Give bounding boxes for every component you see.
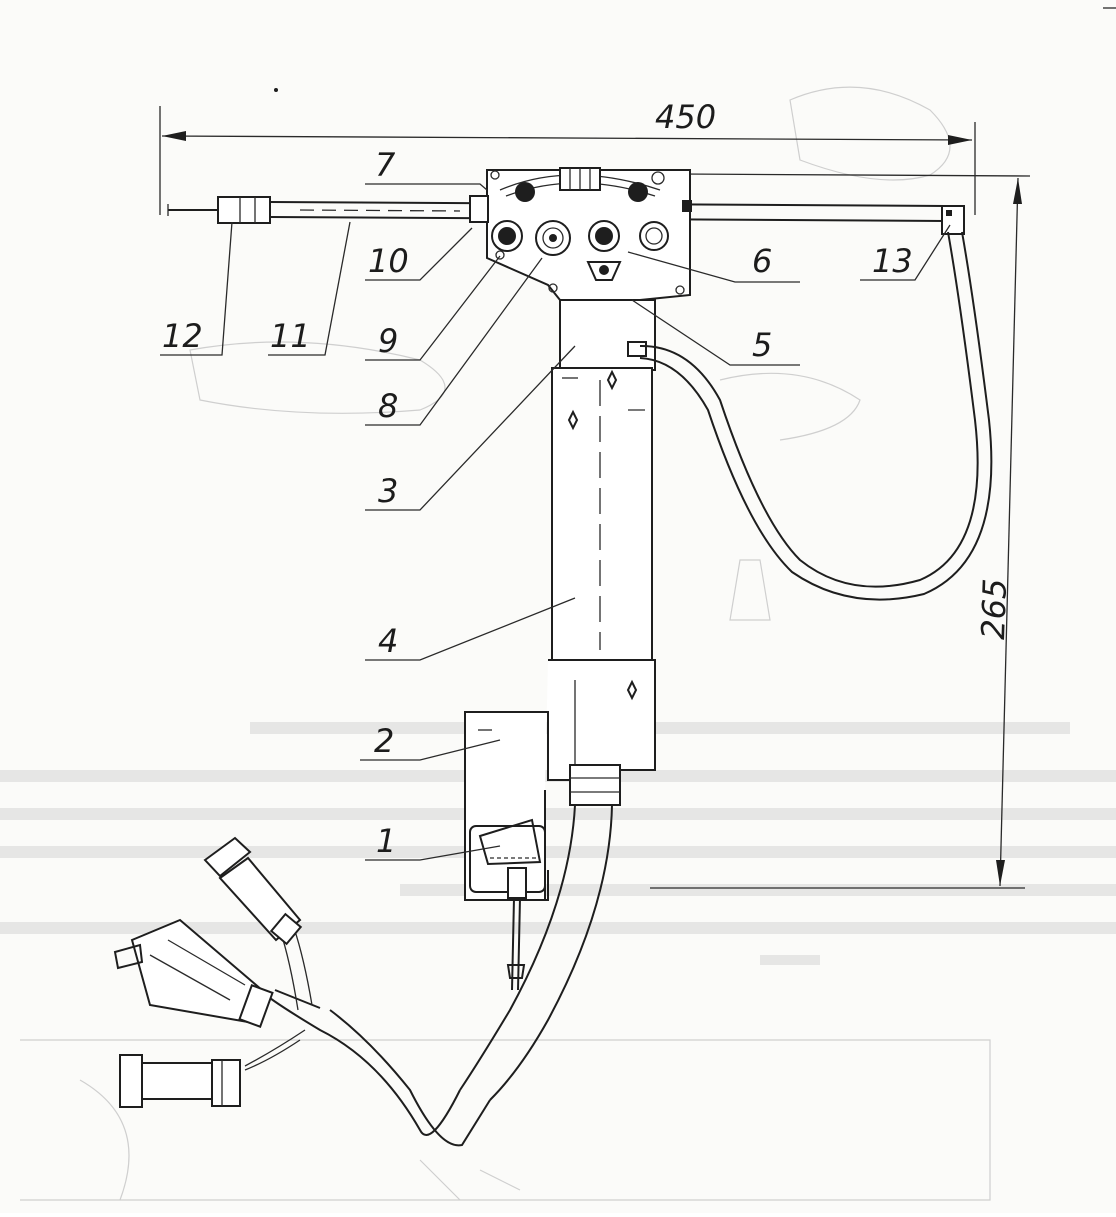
label-part-4: 4	[378, 622, 398, 660]
pressure-roller	[588, 220, 620, 252]
label-part-7: 7	[375, 146, 396, 184]
label-part-12: 12	[162, 317, 203, 355]
control-connector	[119, 1054, 143, 1108]
dimension-height: 265	[650, 173, 1031, 889]
dimension-width-label: 450	[655, 98, 716, 136]
power-plug	[130, 918, 264, 1024]
label-part-2: 2	[374, 722, 394, 760]
dimension-width: 450	[159, 98, 976, 215]
contact-tip	[507, 867, 527, 899]
cable-assembly	[113, 764, 621, 1147]
torch-head	[464, 659, 656, 991]
handle-tube	[551, 367, 653, 661]
label-part-13: 13	[872, 242, 913, 280]
wire-feeder-housing	[469, 167, 692, 301]
label-part-10: 10	[368, 242, 409, 280]
label-part-9: 9	[378, 322, 398, 360]
label-part-11: 11	[270, 317, 311, 355]
label-part-6: 6	[752, 242, 772, 280]
part-labels: 7 10 9 8 3 4 2 1 6 5 13 12 11	[162, 146, 913, 860]
leader-lines	[160, 183, 951, 861]
rod-tip-nozzle	[217, 196, 271, 224]
rod-end-clamp	[941, 205, 965, 235]
feed-roller	[491, 220, 523, 252]
label-part-8: 8	[378, 387, 398, 425]
label-part-1: 1	[376, 822, 396, 860]
drive-roller	[535, 220, 571, 256]
gas-hose	[639, 231, 993, 601]
guide-roller	[639, 221, 669, 251]
label-part-3: 3	[378, 472, 398, 510]
label-part-5: 5	[752, 326, 772, 364]
dimension-height-label: 265	[974, 578, 1014, 640]
